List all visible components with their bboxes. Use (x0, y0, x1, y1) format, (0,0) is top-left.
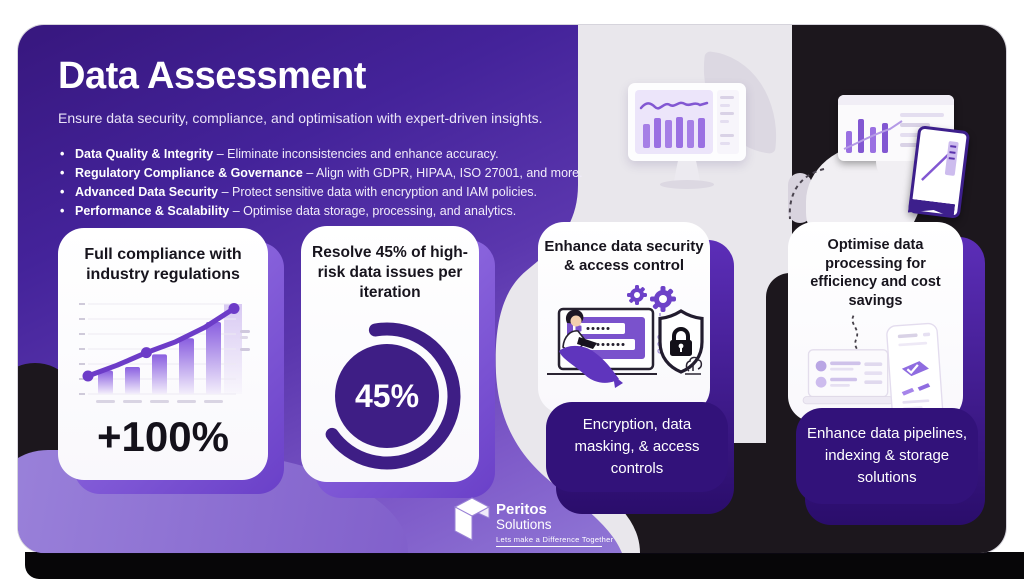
bullet-data-quality: Data Quality & Integrity – Eliminate inc… (60, 145, 600, 164)
donut-value: 45% (355, 378, 419, 414)
logo-brand-line2: Solutions (496, 518, 602, 533)
dashed-arc-decoration (760, 165, 830, 225)
window-titlebar (838, 95, 954, 105)
compliance-mini-chart (74, 296, 252, 413)
slide-bottom-edge (25, 552, 1024, 579)
feature-bullet-list: Data Quality & Integrity – Eliminate inc… (60, 145, 600, 221)
card1-title: Full compliance with industry regulation… (73, 245, 253, 286)
card4-title: Optimise data processing for efficiency … (792, 236, 960, 310)
card3-footer: Encryption, data masking, & access contr… (546, 402, 728, 492)
card1-metric: +100% (97, 413, 229, 461)
processing-illustration (791, 312, 961, 422)
card-data-processing: Optimise data processing for efficiency … (788, 222, 963, 422)
bullet-regulatory: Regulatory Compliance & Governance – Ali… (60, 164, 600, 183)
donut-chart: 45% (315, 308, 465, 485)
security-illustration (539, 279, 709, 397)
bullet-performance: Performance & Scalability – Optimise dat… (60, 202, 600, 221)
card2-title: Resolve 45% of high-risk data issues per… (310, 243, 470, 302)
monitor-bar-chart (635, 90, 713, 154)
monitor-screen (628, 83, 746, 161)
page-title: Data Assessment (58, 55, 618, 98)
card4-footer: Enhance data pipelines, indexing & stora… (796, 408, 978, 504)
slide: Data Assessment Ensure data security, co… (18, 25, 1006, 553)
bullet-security: Advanced Data Security – Protect sensiti… (60, 183, 600, 202)
logo-brand-line1: Peritos (496, 502, 602, 518)
monitor-base (660, 180, 714, 189)
phone-illustration (908, 125, 970, 219)
peritos-logo: Peritos Solutions Lets make a Difference… (452, 496, 602, 547)
page-subtitle: Ensure data security, compliance, and op… (58, 110, 598, 126)
shield-lock-icon (660, 311, 702, 372)
logo-tagline: Lets make a Difference Together (496, 535, 602, 547)
card-resolve-issues: Resolve 45% of high-risk data issues per… (301, 226, 479, 482)
cube-logo-icon (452, 496, 492, 546)
monitor-chart-illustration (628, 83, 748, 201)
monitor-stand (674, 161, 700, 181)
card-full-compliance: Full compliance with industry regulation… (58, 228, 268, 480)
monitor-side-panel (717, 90, 739, 154)
card-data-security: Enhance data security & access control (538, 222, 710, 414)
card3-title: Enhance data security & access control (544, 237, 704, 275)
